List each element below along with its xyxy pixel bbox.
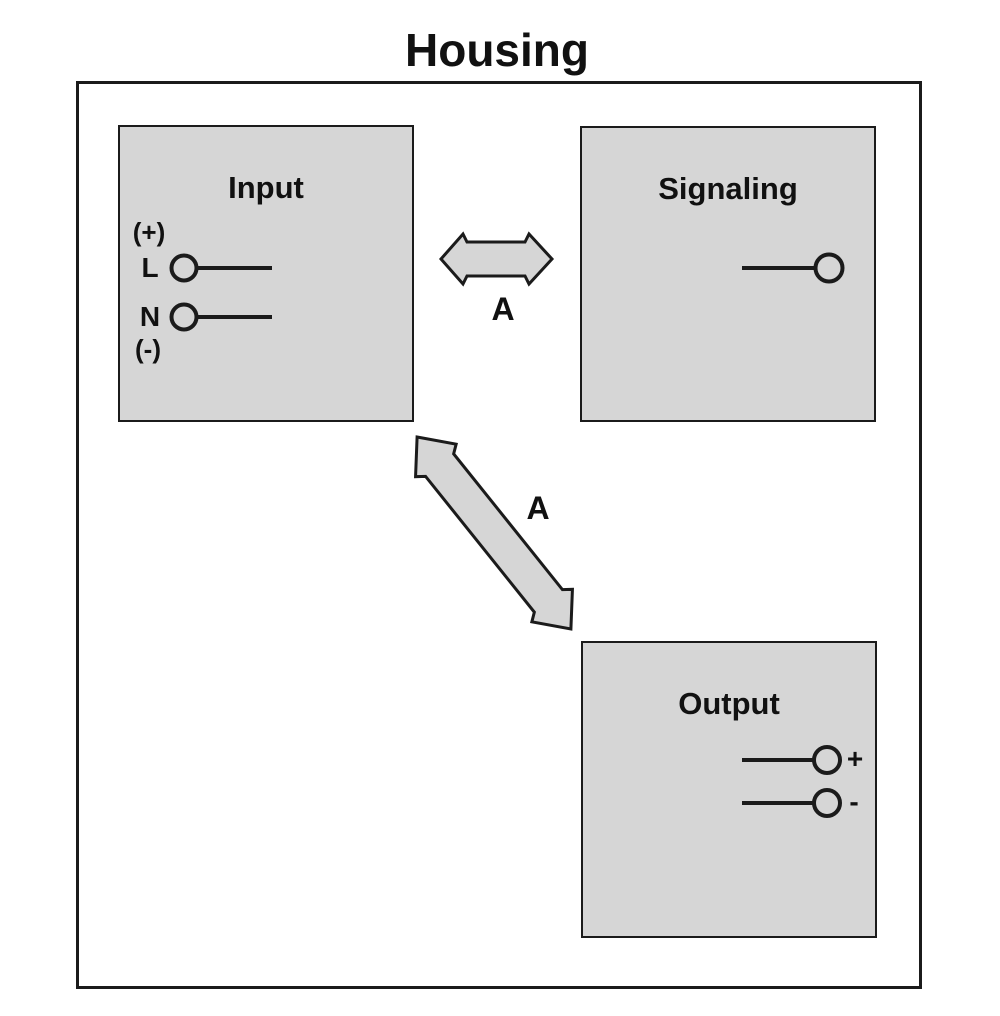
input-line-terminal-label: L (141, 252, 159, 283)
input-line-terminal-circle (169, 253, 199, 283)
arrow-input-signaling (439, 231, 555, 287)
arrow-input-signaling-label: A (491, 291, 515, 327)
output-minus-terminal-circle (812, 788, 842, 818)
input-block-title: Input (228, 170, 304, 205)
arrow-input-output-label: A (526, 490, 550, 526)
signaling-block-title: Signaling (658, 171, 798, 206)
arrow-input-output (414, 435, 574, 631)
signaling-terminal-circle (813, 252, 845, 284)
input-neutral-terminal-label: N (139, 301, 161, 332)
output-block-title: Output (678, 686, 780, 721)
input-neutral-terminal-circle (169, 302, 199, 332)
signaling-block: Signaling (580, 126, 876, 422)
output-plus-terminal-circle (812, 745, 842, 775)
input-block: Input (118, 125, 414, 422)
diagram-title: Housing (405, 24, 589, 76)
input-plus-polarity-label: (+) (132, 217, 166, 247)
output-minus-terminal-label: - (849, 786, 859, 817)
housing-boundary (76, 81, 922, 989)
input-minus-polarity-label: (-) (135, 334, 161, 364)
output-plus-terminal-label: + (846, 743, 864, 774)
arrow-input-output-group (414, 435, 574, 631)
